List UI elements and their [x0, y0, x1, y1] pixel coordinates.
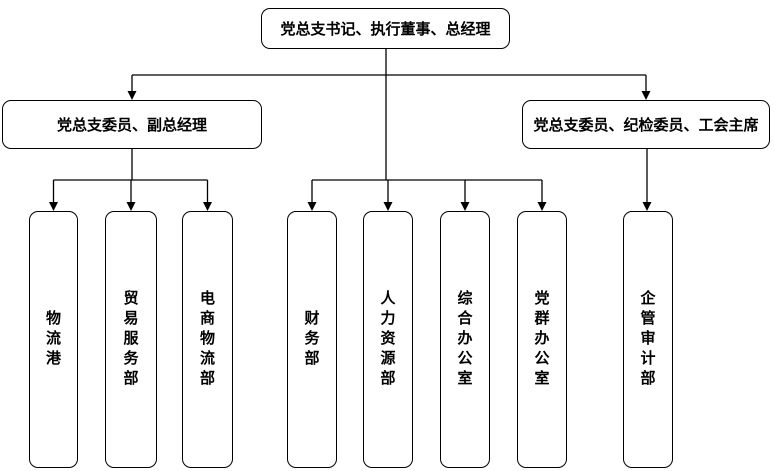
node-dept-enterprise-audit: 企管审计部 — [623, 211, 673, 468]
node-dept-party-mass-office-label: 党群办公室 — [532, 289, 551, 390]
node-dept-logistics-port-label: 物流港 — [44, 309, 62, 370]
node-committee-deputy-gm: 党总支委员、副总经理 — [2, 100, 262, 149]
node-dept-general-office: 综合办公室 — [440, 211, 490, 468]
node-dept-general-office-label: 综合办公室 — [455, 289, 474, 390]
node-dept-party-mass-office: 党群办公室 — [517, 211, 567, 468]
node-committee-discipline-union-label: 党总支委员、纪检委员、工会主席 — [533, 116, 759, 134]
node-secretary-director-gm-label: 党总支书记、执行董事、总经理 — [280, 20, 491, 38]
connector-mid-drops — [311, 180, 543, 203]
node-dept-finance: 财务部 — [287, 211, 337, 468]
node-dept-human-resources: 人力资源部 — [363, 211, 413, 468]
node-dept-enterprise-audit-label: 企管审计部 — [638, 289, 657, 390]
node-dept-logistics-port: 物流港 — [29, 211, 78, 468]
connector-left-drops — [52, 180, 209, 203]
node-dept-trade-service: 贸易服务部 — [105, 211, 157, 468]
node-dept-ecommerce-logistics: 电商物流部 — [182, 211, 233, 468]
node-dept-human-resources-label: 人力资源部 — [378, 289, 397, 390]
node-dept-trade-service-label: 贸易服务部 — [121, 289, 140, 390]
node-committee-deputy-gm-label: 党总支委员、副总经理 — [56, 116, 207, 134]
node-dept-finance-label: 财务部 — [302, 309, 321, 370]
node-secretary-director-gm: 党总支书记、执行董事、总经理 — [261, 8, 510, 49]
node-committee-discipline-union: 党总支委员、纪检委员、工会主席 — [522, 100, 770, 149]
node-dept-ecommerce-logistics-label: 电商物流部 — [198, 289, 216, 390]
